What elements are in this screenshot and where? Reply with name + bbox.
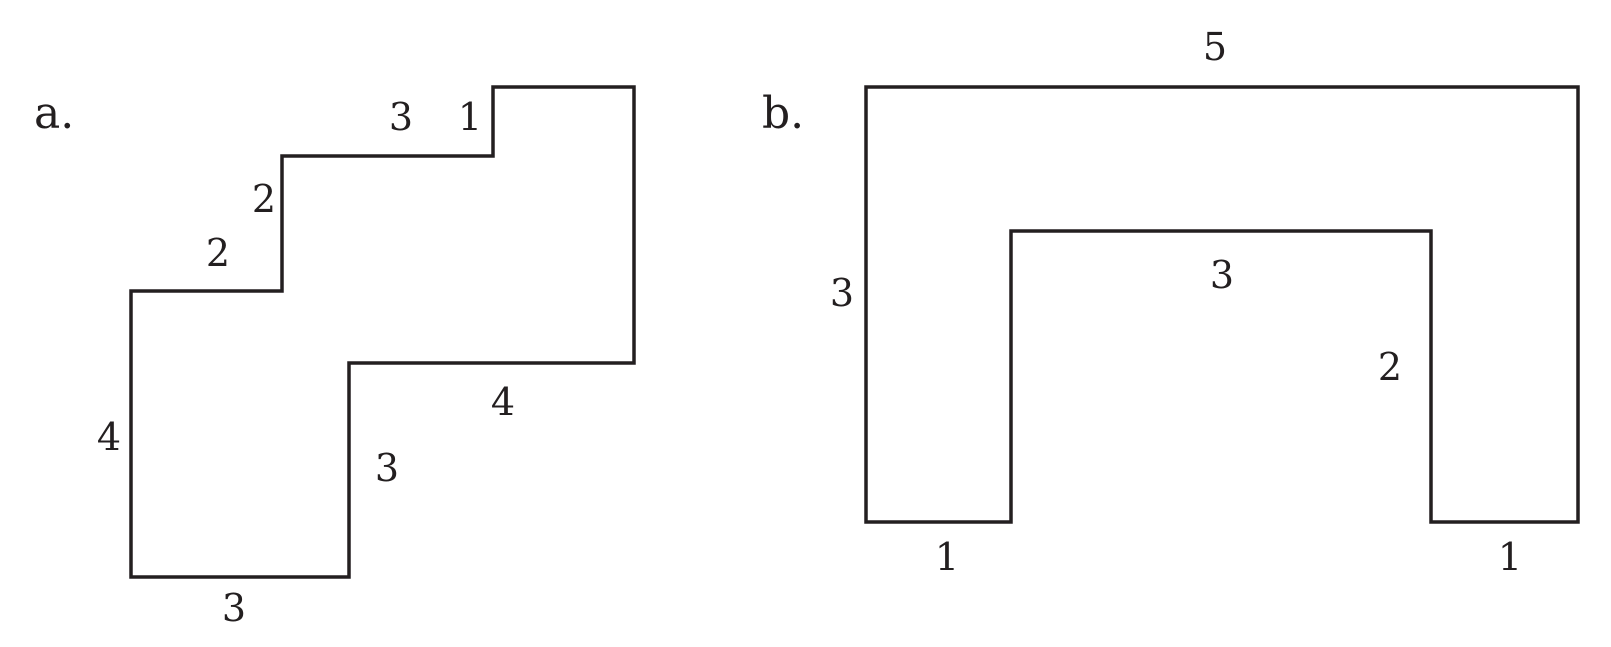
figure-b-edge-label-right-foot: 1 <box>1498 535 1522 579</box>
figure-a-edge-label-right-lower-tread: 4 <box>491 380 515 424</box>
figure-b-edge-label-left-side: 3 <box>830 271 854 315</box>
figure-a-edge-label-top-step-rise: 1 <box>458 95 482 139</box>
figure-a-edge-label-middle-rise: 2 <box>252 177 276 221</box>
figure-b-edge-label-inner-side: 2 <box>1378 345 1402 389</box>
figure-a-edge-label-left-tread: 2 <box>206 231 230 275</box>
figure-a-edge-label-left-side: 4 <box>97 415 121 459</box>
figure-a-polygon <box>129 85 636 579</box>
figure-b-edge-label-inner-top: 3 <box>1210 253 1234 297</box>
figure-a-edge-label-bottom: 3 <box>222 586 246 630</box>
figure-b-edge-label-top: 5 <box>1203 25 1227 69</box>
figure-b-edge-label-left-foot: 1 <box>935 535 959 579</box>
figure-b: b. 5 3 3 2 1 1 <box>762 25 1580 579</box>
figure-b-polygon <box>864 85 1580 524</box>
figure-a-edge-label-inner-rise: 3 <box>375 446 399 490</box>
figure-a-edge-label-upper-tread: 3 <box>389 95 413 139</box>
figure-b-label: b. <box>762 88 804 139</box>
figure-a-label: a. <box>34 88 74 139</box>
figure-a: a. 1 3 2 2 4 3 3 4 <box>34 85 636 630</box>
